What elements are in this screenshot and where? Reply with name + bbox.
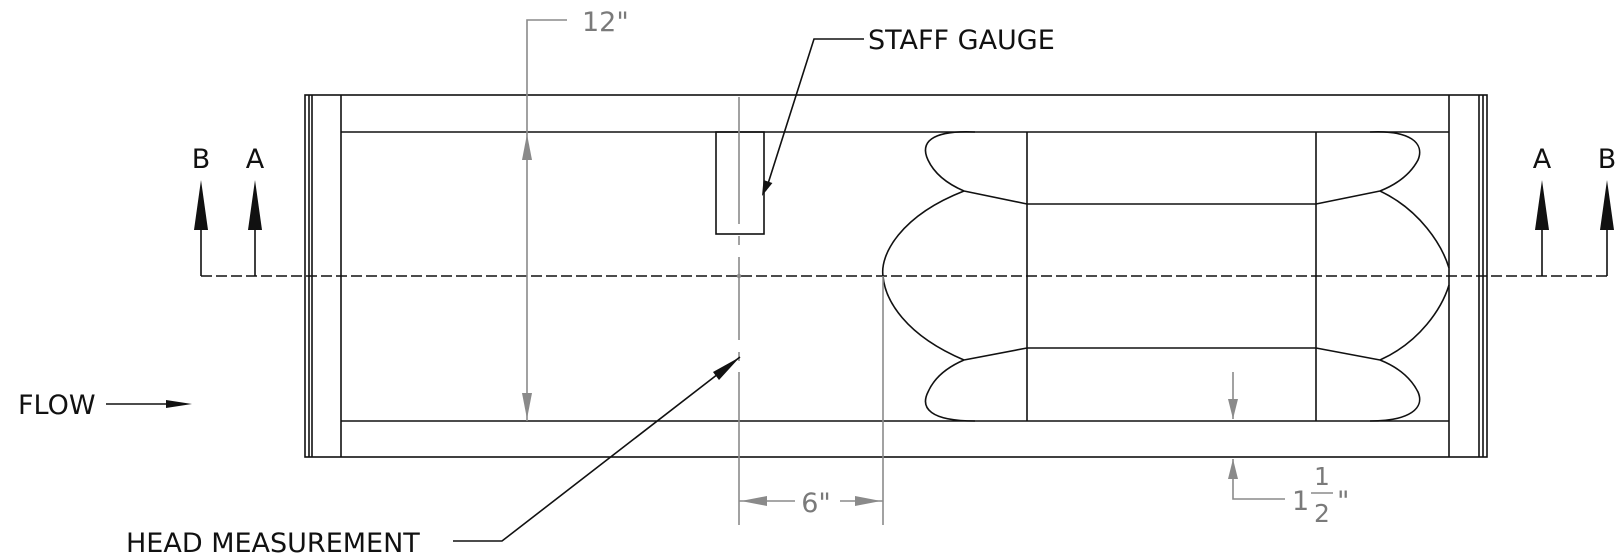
staff-gauge-leader	[762, 38, 864, 196]
head-measurement-centerline	[736, 97, 742, 525]
flume-throat	[881, 131, 1450, 422]
staff-gauge-box	[715, 131, 765, 235]
flow-arrow	[106, 400, 192, 408]
section-arrows	[194, 180, 1614, 276]
staff-gauge-label: STAFF GAUGE	[868, 25, 1055, 56]
offset-dimension	[739, 276, 884, 525]
section-label-b-right: B	[1598, 144, 1616, 175]
width-dimension-text: 12"	[582, 7, 629, 38]
flow-label: FLOW	[18, 390, 96, 421]
head-measurement-leader	[453, 356, 741, 542]
wall-dim-numerator: 1	[1314, 462, 1330, 491]
offset-dimension-text: 6"	[801, 488, 831, 519]
wall-dim-unit: "	[1337, 486, 1349, 517]
wall-dim-whole: 1	[1292, 486, 1309, 517]
section-label-a-right: A	[1533, 144, 1552, 175]
width-dimension	[522, 19, 567, 421]
wall-dim-denominator: 2	[1314, 499, 1330, 528]
section-label-a-left: A	[246, 144, 265, 175]
head-measurement-label: HEAD MEASUREMENT	[126, 528, 420, 559]
section-label-b-left: B	[192, 144, 211, 175]
wall-dimension-text: 1 1 2 "	[1292, 462, 1349, 528]
wall-dimension	[1228, 372, 1285, 500]
